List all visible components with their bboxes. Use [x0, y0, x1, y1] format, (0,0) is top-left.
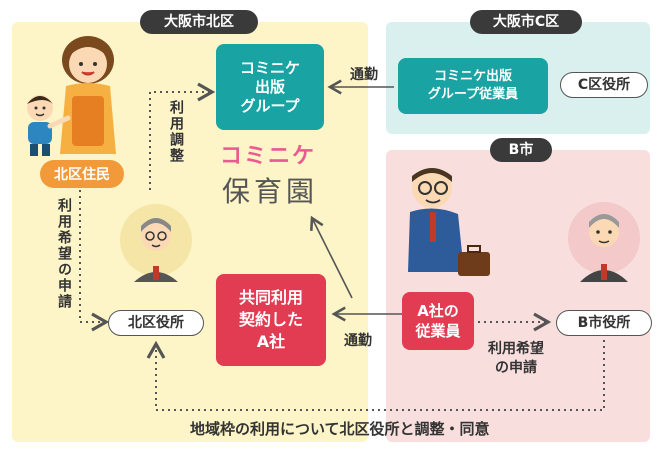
c-employee-box: コミニケ出版 グループ従業員 [398, 58, 548, 114]
b-official-illustration [568, 202, 640, 282]
kita-office: 北区役所 [108, 310, 204, 336]
commute-nursery-arrow [310, 215, 353, 299]
resident-application-arrow [79, 190, 110, 332]
resident-application-label: 利用希望の申請 [56, 198, 72, 310]
kita-official-illustration [120, 204, 192, 282]
coordination-arrow [149, 82, 216, 190]
nursery-logo-brand: コミニケ [220, 144, 317, 169]
a-employee-illustration [408, 168, 490, 276]
kita-ku-tag: 大阪市北区 [140, 10, 258, 34]
b-office: B市役所 [556, 310, 652, 336]
c-office: C区役所 [560, 72, 648, 98]
c-ku-tag: 大阪市C区 [470, 10, 582, 34]
commute-label-top: 通勤 [350, 67, 378, 83]
bottom-coordination-loop [146, 340, 605, 411]
group-box: コミニケ 出版 グループ [216, 44, 324, 130]
commute-label-bottom: 通勤 [344, 333, 372, 349]
kita-resident-badge: 北区住民 [40, 160, 124, 188]
company-a-box: 共同利用 契約した A社 [216, 274, 326, 366]
resident-illustration [27, 36, 116, 156]
nursery-logo-name: 保育園 [222, 175, 319, 208]
a-employee-box: A社の 従業員 [402, 292, 474, 350]
coordination-label: 利用調整 [168, 100, 184, 164]
b-application-label: 利用希望 の申請 [488, 341, 544, 376]
bottom-note: 地域枠の利用について北区役所と調整・同意 [190, 420, 490, 438]
b-city-tag: B市 [490, 138, 552, 162]
